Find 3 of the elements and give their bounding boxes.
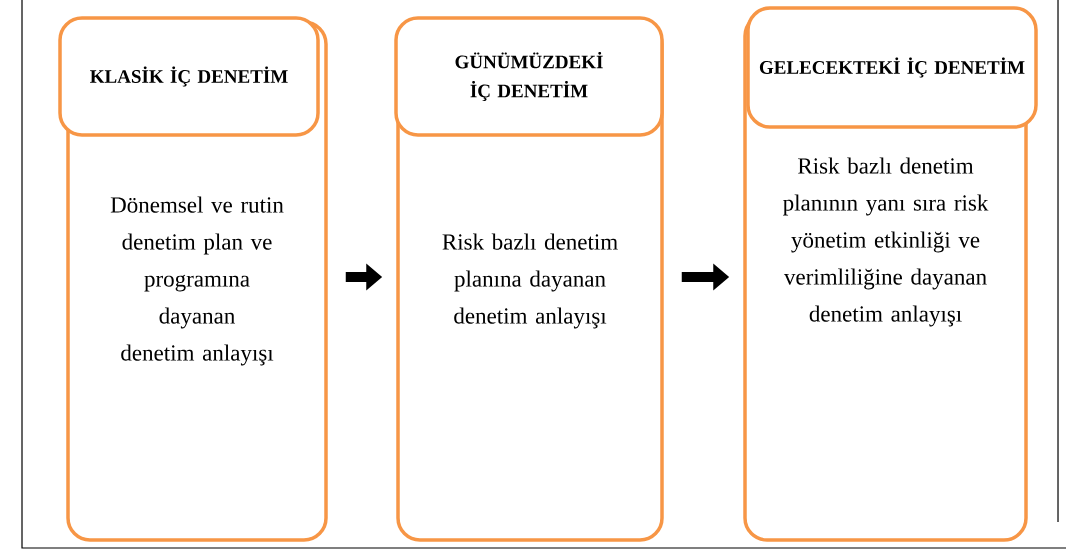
header-box: GÜNÜMÜZDEKİ İÇ DENETİM <box>394 16 664 137</box>
header-box: KLASİK İÇ DENETİM <box>58 16 320 137</box>
header-box: GELECEKTEKİ İÇ DENETİM <box>746 6 1038 129</box>
